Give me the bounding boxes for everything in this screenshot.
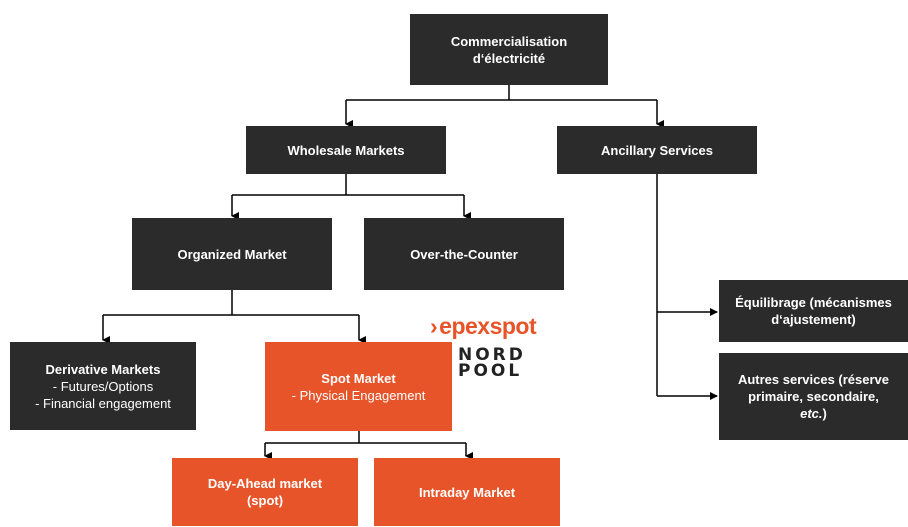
autres-etc: etc. xyxy=(800,406,823,421)
spot-line2: - Physical Engagement xyxy=(291,387,426,403)
spot-title: Spot Market xyxy=(321,370,396,386)
root-line2: d‘électricité xyxy=(472,50,546,66)
intraday-label: Intraday Market xyxy=(418,484,516,500)
autres-line1: Autres services (réserve xyxy=(737,372,890,387)
epexspot-logo: ›epexspot xyxy=(430,313,537,340)
otc-box: Over-the-Counter xyxy=(364,218,564,290)
derivative-line2: - Futures/Options xyxy=(52,378,154,394)
wholesale-box: Wholesale Markets xyxy=(246,126,446,174)
wholesale-label: Wholesale Markets xyxy=(287,142,405,158)
derivative-title: Derivative Markets xyxy=(45,361,161,377)
equilibrage-line2: d‘ajustement) xyxy=(771,312,856,327)
nordpool-line1: NORD xyxy=(458,345,526,365)
derivative-line3: - Financial engagement xyxy=(35,395,171,411)
ancillary-box: Ancillary Services xyxy=(557,126,757,174)
otc-label: Over-the-Counter xyxy=(410,246,518,262)
derivative-box: Derivative Markets - Futures/Options - F… xyxy=(10,342,196,430)
ancillary-label: Ancillary Services xyxy=(600,142,714,158)
root-box: Commercialisation d‘électricité xyxy=(410,14,608,85)
dayahead-line1: Day-Ahead market xyxy=(207,476,323,491)
equilibrage-line1: Équilibrage (mécanismes xyxy=(735,295,892,310)
nordpool-logo: NORD POOL xyxy=(458,345,526,381)
organized-label: Organized Market xyxy=(177,246,287,262)
dayahead-line2: (spot) xyxy=(246,493,284,508)
autres-line2: primaire, secondaire, xyxy=(748,389,879,404)
epexspot-chevron-icon: › xyxy=(430,313,438,339)
dayahead-box: Day-Ahead market (spot) xyxy=(172,458,358,526)
organized-box: Organized Market xyxy=(132,218,332,290)
spot-box: Spot Market - Physical Engagement xyxy=(265,342,452,431)
autres-line3: etc.) xyxy=(800,405,827,422)
nordpool-line2: POOL xyxy=(458,361,523,381)
root-line1: Commercialisation xyxy=(450,33,568,49)
intraday-box: Intraday Market xyxy=(374,458,560,526)
equilibrage-box: Équilibrage (mécanismes d‘ajustement) xyxy=(719,280,908,342)
autres-box: Autres services (réserve primaire, secon… xyxy=(719,353,908,440)
autres-close-paren: ) xyxy=(822,406,827,421)
epexspot-wordmark: epexspot xyxy=(439,313,537,339)
